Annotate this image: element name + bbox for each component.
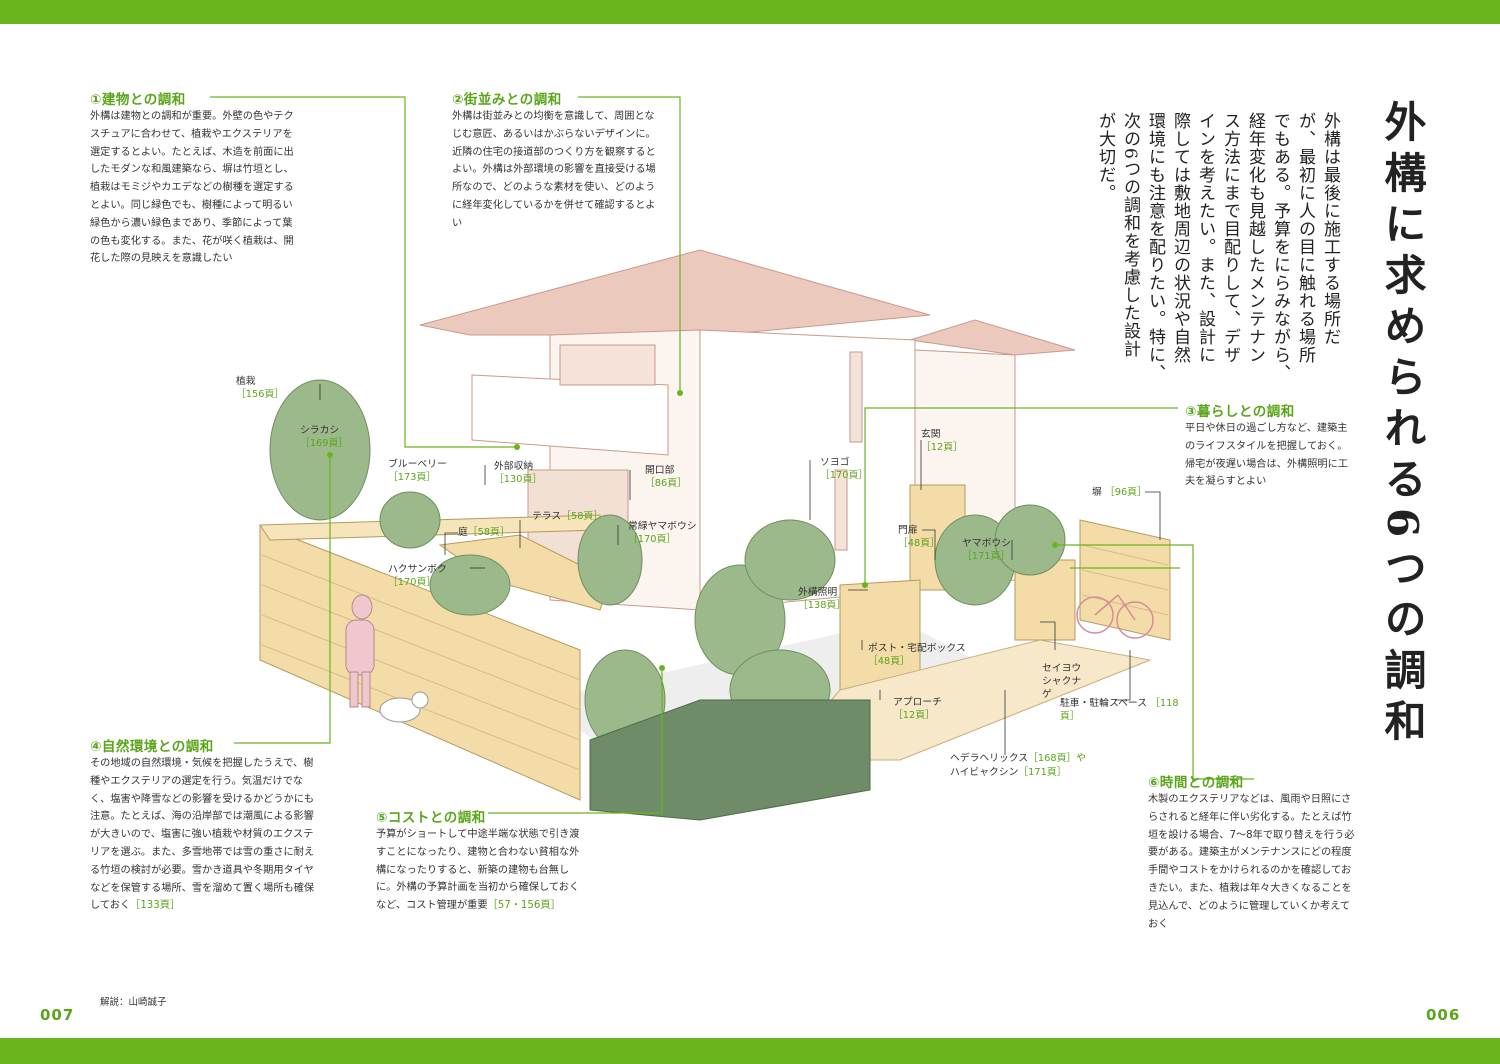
label-wall: 塀 ［96頁］ bbox=[1092, 486, 1147, 499]
label-ref: ［168頁］や bbox=[1028, 753, 1086, 764]
section-5-text: 予算がショートして中途半端な状態で引き渡すことになったり、建物と合わない貧相な外… bbox=[376, 829, 580, 912]
label-text: 外部収納 bbox=[494, 461, 534, 472]
intro-column: 次の6つの調和を考慮した設計 bbox=[1120, 112, 1140, 358]
section-5-ref: ［57・156頁］ bbox=[487, 900, 561, 912]
label-ref: ［58頁］ bbox=[467, 527, 510, 538]
label-text: ソヨゴ bbox=[820, 457, 850, 468]
intro-column: 環境にも注意を配りたい。特に、 bbox=[1145, 112, 1165, 382]
label-ref: ［156頁］ bbox=[236, 389, 285, 400]
intro-column: 際しては敷地周辺の状況や自然 bbox=[1170, 112, 1190, 364]
section-1-title: ①建物との調和 bbox=[90, 92, 186, 108]
label-text: 玄関 bbox=[921, 429, 941, 440]
label-text: テラス bbox=[532, 511, 562, 522]
label-ref: ［171頁］ bbox=[1018, 767, 1067, 778]
label-garden: 庭［58頁］ bbox=[458, 526, 510, 539]
section-4-ref: ［133頁］ bbox=[130, 900, 181, 912]
label-parking: 駐車・駐輪スペース ［118頁］ bbox=[1060, 697, 1180, 723]
intro-column: ス方法にまで目配りして、デザ bbox=[1220, 112, 1240, 364]
page-title: 外構に求められる6つの調和 bbox=[1378, 100, 1427, 751]
section-6-title: ⑥時間との調和 bbox=[1148, 775, 1244, 791]
label-ref: ［118頁］ bbox=[1060, 698, 1179, 722]
label-ref: ［86頁］ bbox=[645, 478, 687, 489]
label-blueberry: ブルーベリー ［173頁］ bbox=[388, 458, 447, 484]
label-ref: ［170頁］ bbox=[388, 577, 437, 588]
section-4-body: その地域の自然環境・気候を把握したうえで、樹種やエクステリアの選定を行う。気温だ… bbox=[90, 755, 315, 915]
label-opening: 開口部 ［86頁］ bbox=[645, 464, 687, 490]
label-rhododendron: セイヨウシャクナゲ bbox=[1042, 662, 1090, 701]
label-yamaboushi: ヤマボウシ ［171頁］ bbox=[962, 537, 1011, 563]
label-text: 開口部 bbox=[645, 465, 675, 476]
label-text: 庭 bbox=[458, 527, 468, 538]
label-ref: ［130頁］ bbox=[494, 474, 543, 485]
label-entrance: 玄関 ［12頁］ bbox=[921, 428, 963, 454]
label-text: ハイビャクシン bbox=[950, 767, 1019, 778]
section-6-body: 木製のエクステリアなどは、風雨や日照にさらされると経年に伴い劣化する。たとえば竹… bbox=[1148, 794, 1355, 930]
label-text: ポスト・宅配ボックス bbox=[868, 643, 966, 654]
page-number-left: 007 bbox=[40, 1006, 75, 1024]
label-ref: ［170頁］ bbox=[820, 470, 869, 481]
label-ref: ［171頁］ bbox=[962, 551, 1011, 562]
label-post-box: ポスト・宅配ボックス ［48頁］ bbox=[868, 642, 966, 668]
label-gate: 門扉 ［48頁］ bbox=[898, 524, 940, 550]
label-ref: ［169頁］ bbox=[300, 438, 349, 449]
label-ref: ［96頁］ bbox=[1104, 487, 1147, 498]
label-terrace: テラス［58頁］ bbox=[532, 510, 603, 523]
label-ref: ［170頁］ bbox=[628, 534, 677, 545]
hedge bbox=[589, 699, 871, 821]
roof bbox=[419, 249, 931, 336]
label-hedera: ヘデラヘリックス［168頁］や bbox=[950, 752, 1086, 765]
section-1-body: 外構は建物との調和が重要。外壁の色やテクスチュアに合わせて、植栽やエクステリアを… bbox=[90, 111, 294, 265]
label-text: シラカシ bbox=[300, 425, 340, 436]
label-text: ハクサンボク bbox=[388, 564, 447, 575]
section-4-text: その地域の自然環境・気候を把握したうえで、樹種やエクステリアの選定を行う。気温だ… bbox=[90, 758, 315, 912]
label-hakusanboku: ハクサンボク ［170頁］ bbox=[388, 563, 447, 589]
label-text: セイヨウシャクナゲ bbox=[1042, 663, 1082, 700]
label-planting: 植栽 ［156頁］ bbox=[236, 375, 284, 401]
label-text: 門扉 bbox=[898, 525, 918, 536]
section-5-title: ⑤コストとの調和 bbox=[376, 810, 486, 826]
intro-column: が、最初に人の目に触れる場所 bbox=[1295, 112, 1315, 364]
label-approach: アプローチ ［12頁］ bbox=[893, 696, 942, 722]
intro-column: 経年変化も見越したメンテナン bbox=[1245, 112, 1265, 364]
label-ref: ［138頁］ bbox=[798, 600, 847, 611]
label-text: 外構照明 bbox=[798, 587, 838, 598]
label-ref: ［12頁］ bbox=[921, 442, 963, 453]
label-text: ヤマボウシ bbox=[962, 538, 1011, 549]
label-shirakashi: シラカシ ［169頁］ bbox=[300, 424, 348, 450]
section-2-title: ②街並みとの調和 bbox=[452, 92, 562, 108]
top-green-band bbox=[0, 0, 1500, 24]
intro-column: 外構は最後に施工する場所だ bbox=[1320, 112, 1340, 346]
label-ref: ［12頁］ bbox=[893, 710, 935, 721]
section-2-body: 外構は街並みとの均衡を意識して、周囲となじむ意匠、あるいはかぶらないデザインに。… bbox=[452, 111, 656, 229]
label-haibyakushin: ハイビャクシン［171頁］ bbox=[950, 766, 1066, 779]
page-number-right: 006 bbox=[1426, 1006, 1461, 1024]
section-4-title: ④自然環境との調和 bbox=[90, 739, 214, 755]
tree-shirakashi bbox=[269, 379, 371, 521]
section-3-body: 平日や休日の過ごし方など、建築主のライフスタイルを把握しておく。帰宅が夜遅い場合… bbox=[1185, 423, 1348, 488]
label-ref: ［58頁］ bbox=[561, 511, 604, 522]
section-3-title: ③暮らしとの調和 bbox=[1185, 404, 1295, 420]
balcony bbox=[471, 374, 669, 456]
label-text: 植栽 bbox=[236, 376, 256, 387]
label-ref: ［173頁］ bbox=[388, 472, 437, 483]
credit: 解説：山崎誠子 bbox=[100, 997, 167, 1008]
section-5-body: 予算がショートして中途半端な状態で引き渡すことになったり、建物と合わない貧相な外… bbox=[376, 826, 586, 915]
label-text: ブルーベリー bbox=[388, 459, 447, 470]
label-ref: ［48頁］ bbox=[868, 656, 910, 667]
label-text: 駐車・駐輪スペース bbox=[1060, 698, 1147, 709]
label-exterior-lighting: 外構照明 ［138頁］ bbox=[798, 586, 846, 612]
intro-column: インを考えたい。また、設計に bbox=[1195, 112, 1215, 364]
intro-column: が大切だ。 bbox=[1095, 112, 1115, 202]
label-outdoor-storage: 外部収納 ［130頁］ bbox=[494, 460, 542, 486]
label-text: アプローチ bbox=[893, 697, 942, 708]
label-evergreen-yamaboushi: 常緑ヤマボウシ ［170頁］ bbox=[628, 520, 697, 546]
label-text: ヘデラヘリックス bbox=[950, 753, 1029, 764]
label-text: 塀 bbox=[1092, 487, 1102, 498]
label-ref: ［48頁］ bbox=[898, 538, 940, 549]
bottom-green-band bbox=[0, 1038, 1500, 1064]
label-soyogo: ソヨゴ ［170頁］ bbox=[820, 456, 868, 482]
intro-column: でもある。予算をにらみながら、 bbox=[1270, 112, 1290, 382]
label-text: 常緑ヤマボウシ bbox=[628, 521, 697, 532]
